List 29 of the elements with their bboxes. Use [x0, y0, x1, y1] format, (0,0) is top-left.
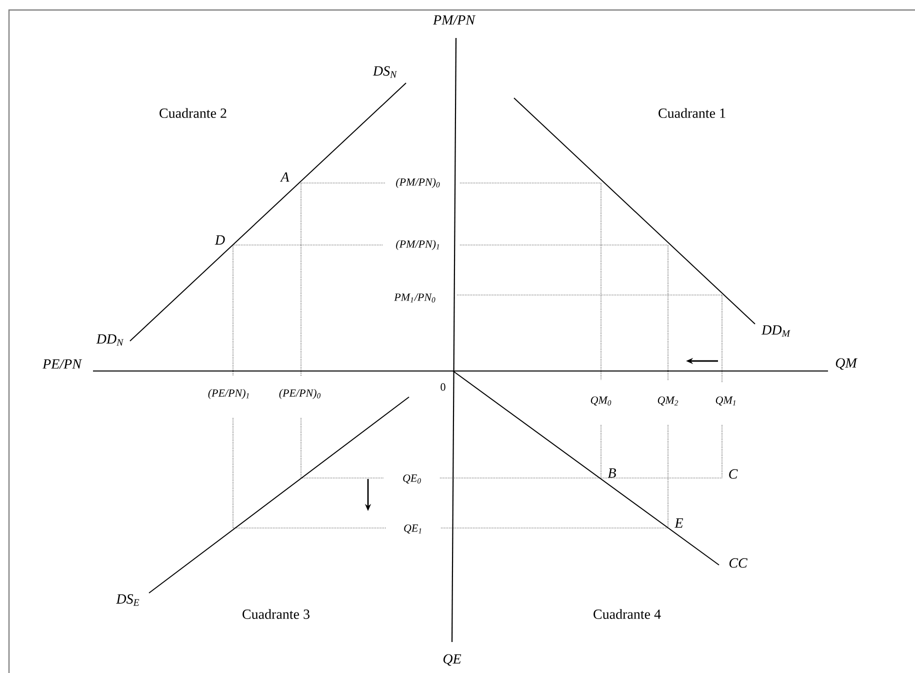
- quadrant-label: Cuadrante 2: [160, 108, 226, 118]
- point-label: D: [214, 235, 225, 245]
- axis-label: PE/PN: [42, 359, 82, 369]
- curve-label: DD$_{M}$: [761, 325, 790, 337]
- tick-label: QM$_{0}$: [590, 396, 612, 406]
- curve-label: DS$_{E}$: [116, 594, 140, 606]
- curve-label: DS$_{N}$: [372, 66, 398, 78]
- tick-label: (PE/PN)$_{1}$: [208, 389, 249, 399]
- tick-label: QM$_{1}$: [716, 396, 736, 406]
- point-label: E: [674, 518, 684, 528]
- curve-label: CC: [729, 558, 748, 568]
- point-label: C: [729, 469, 738, 479]
- origin-label: 0: [440, 383, 446, 391]
- tick-label: (PE/PN)$_{0}$: [279, 389, 321, 399]
- curve-label: DD$_{N}$: [96, 334, 124, 346]
- quadrant-label: Cuadrante 1: [658, 108, 726, 118]
- tick-label: (PM/PN)$_{0}$: [396, 178, 440, 188]
- point-label: A: [280, 172, 290, 182]
- axis-label: QM: [836, 358, 858, 370]
- tick-label: QE$_{1}$: [404, 524, 422, 534]
- tick-label: QM$_{2}$: [658, 396, 678, 406]
- point-label: B: [608, 468, 616, 478]
- quadrant-label: Cuadrante 4: [594, 609, 661, 619]
- quadrant-label: Cuadrante 3: [242, 609, 310, 619]
- tick-label: (PM/PN)$_{1}$: [396, 240, 440, 250]
- tick-label: PM$_{1}$/PN$_{0}$: [394, 294, 436, 302]
- axis-label: QE: [443, 654, 462, 666]
- axis-label: PM/PN: [432, 15, 476, 25]
- tick-label: QE$_{0}$: [403, 474, 421, 484]
